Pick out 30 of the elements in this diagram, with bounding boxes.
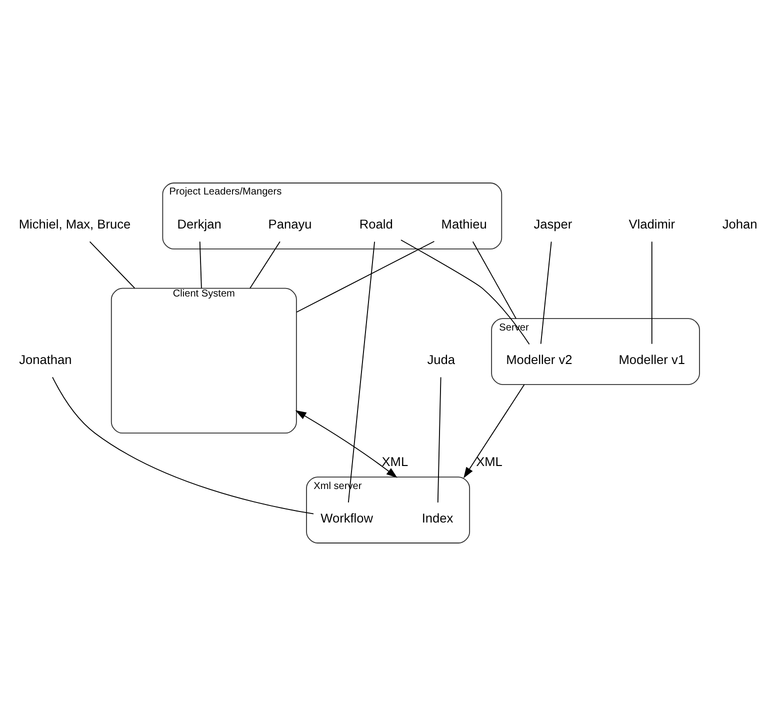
node-text: Jonathan (19, 352, 72, 368)
node-text: Workflow (320, 510, 374, 526)
connector (651, 241, 652, 344)
connector (89, 241, 136, 289)
node-text: Modeller v1 (618, 352, 685, 368)
connector (296, 240, 435, 313)
node-box: Client System (110, 288, 297, 434)
node-text: Modeller v2 (506, 352, 572, 368)
node-text: Panayu (268, 216, 312, 232)
label: Johan (722, 216, 758, 232)
node-text: Index (422, 510, 454, 526)
node-text: Mathieu (441, 216, 487, 232)
connector (250, 241, 280, 289)
connector (52, 376, 314, 514)
connector (437, 376, 442, 503)
node-text: Jasper (534, 216, 572, 232)
node-text: Derkjan (177, 216, 222, 232)
node-text: Roald (359, 216, 393, 232)
node-text: Juda (427, 352, 456, 368)
arrow (295, 410, 398, 478)
edge-label: XML (382, 454, 408, 470)
arrow (464, 384, 525, 478)
edge-label: XML (476, 454, 502, 470)
connector (472, 241, 516, 320)
node-text: Michiel, Max, Bruce (18, 216, 131, 232)
connector (199, 241, 202, 289)
node-text: Vladimir (628, 216, 676, 232)
connector (540, 241, 552, 344)
connector (400, 240, 530, 345)
connector (348, 241, 376, 503)
